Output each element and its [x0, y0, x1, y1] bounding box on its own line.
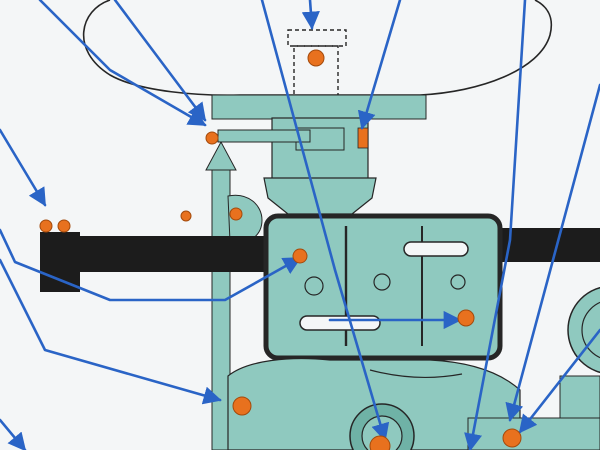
callout-arrow-12	[505, 83, 600, 422]
vertical-post	[211, 167, 231, 450]
plate-slot-lower	[299, 315, 381, 331]
post-crossbar	[217, 129, 311, 143]
post-tip	[205, 140, 237, 171]
callout-marker-9	[232, 396, 252, 416]
plate-hole-3	[450, 274, 466, 290]
callout-arrow-11	[464, 0, 527, 450]
dashed-cap-part	[287, 29, 347, 47]
casting-ridge	[369, 369, 463, 379]
callout-marker-2	[205, 131, 219, 145]
block-tab	[357, 127, 369, 149]
callout-arrow-8	[260, 0, 390, 442]
callout-marker-3	[39, 219, 53, 233]
callout-marker-8	[457, 309, 475, 327]
callout-marker-4	[57, 219, 71, 233]
callout-marker-11	[502, 428, 522, 448]
rail-right	[496, 228, 600, 262]
plate-slot-upper	[403, 241, 469, 257]
callout-arrow-7	[301, 0, 320, 30]
callout-arrow-6	[0, 418, 27, 450]
callout-marker-5	[180, 210, 192, 222]
rail-left	[80, 236, 266, 272]
right-wheel	[567, 286, 600, 374]
callout-marker-7	[292, 248, 308, 264]
right-wheel-inner	[581, 301, 600, 359]
callout-arrow-4	[0, 228, 302, 302]
callout-marker-6	[229, 207, 243, 221]
callout-marker-1	[307, 49, 325, 67]
upper-plate	[211, 94, 427, 120]
upper-block	[271, 117, 369, 181]
callout-arrow-9	[357, 0, 402, 130]
callout-arrow-13	[518, 328, 600, 434]
callout-arrow-1	[38, 0, 207, 127]
callout-arrow-3	[0, 128, 47, 207]
block-base	[263, 177, 377, 215]
callout-markers	[39, 49, 522, 450]
callout-arrow-5	[0, 258, 222, 405]
plate-hole-1	[304, 276, 324, 296]
main-plate	[263, 213, 503, 361]
lower-right-arm	[467, 417, 600, 450]
plate-hole-2	[373, 273, 391, 291]
rail-end-block	[40, 232, 80, 292]
callout-arrow-2	[113, 0, 207, 122]
callout-marker-10	[369, 435, 391, 450]
